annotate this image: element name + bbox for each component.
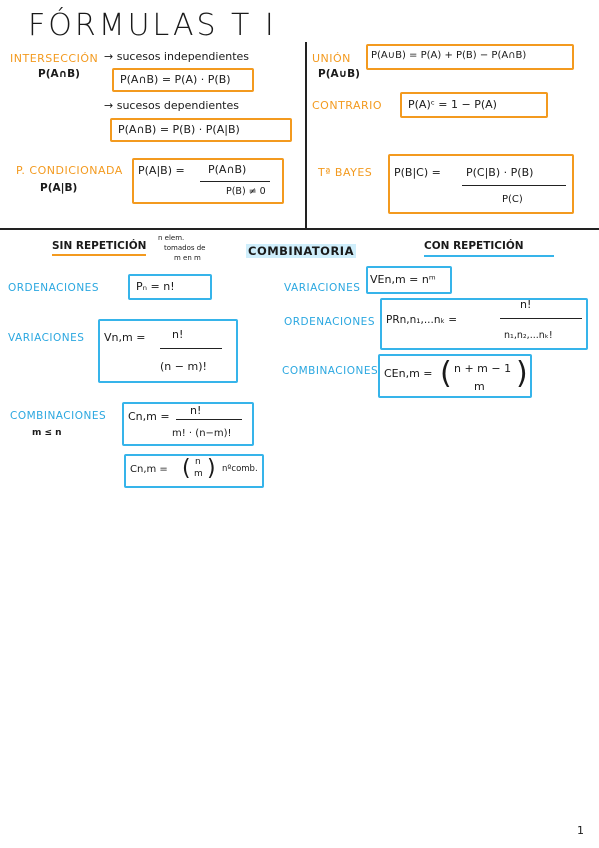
sin-combinaciones-numerator: n! <box>190 404 202 417</box>
bayes-label: Tª BAYES <box>318 166 373 179</box>
sin-variaciones-numerator: n! <box>172 328 184 341</box>
con-combinaciones-open-paren: ( <box>440 356 452 391</box>
sin-variaciones-denominator: (n − m)! <box>160 360 207 373</box>
interseccion-notation: P(A∩B) <box>38 68 80 80</box>
con-variaciones-box <box>366 266 452 294</box>
con-combinaciones-label: COMBINACIONES <box>282 365 379 377</box>
bayes-denominator: P(C) <box>502 194 523 205</box>
sin-variaciones-fraction-bar <box>160 348 222 349</box>
sin-variaciones-label: VARIACIONES <box>8 332 85 344</box>
sin-repeticion-note-1: n elem. <box>158 234 185 242</box>
con-variaciones-label: VARIACIONES <box>284 282 361 294</box>
sin-combinaciones-lhs: Cn,m = <box>128 410 170 423</box>
union-formula-box <box>366 44 574 70</box>
sin-repeticion-note-3: m en m <box>174 254 201 262</box>
binomial-top: n <box>195 457 201 467</box>
con-ordenaciones-label: ORDENACIONES <box>284 316 375 328</box>
vertical-divider <box>305 42 307 228</box>
condicionada-notation: P(A|B) <box>40 182 78 194</box>
con-ordenaciones-denominator: n₁,n₂,...nₖ! <box>504 330 553 341</box>
independent-formula-box <box>112 68 254 92</box>
binomial-close-paren: ) <box>207 456 216 481</box>
interseccion-label: INTERSECCIÓN <box>10 52 99 65</box>
sin-ordenaciones-label: ORDENACIONES <box>8 282 99 294</box>
binomial-box <box>124 454 264 488</box>
con-combinaciones-lhs: CEn,m = <box>384 367 433 380</box>
con-ordenaciones-fraction-bar <box>500 318 582 319</box>
binomial-note: nºcomb. <box>222 464 258 474</box>
condicionada-formula-box <box>132 158 284 204</box>
con-combinaciones-box <box>378 354 532 398</box>
binomial-open-paren: ( <box>182 456 191 481</box>
independent-label: → sucesos independientes <box>104 50 250 63</box>
sin-combinaciones-box <box>122 402 254 446</box>
page-title: FÓRMULAS T I <box>28 8 277 43</box>
dependent-label: → sucesos dependientes <box>104 99 239 112</box>
condicionada-fraction-bar <box>200 181 270 182</box>
bayes-formula-box <box>388 154 574 214</box>
con-combinaciones-top: n + m − 1 <box>454 362 512 375</box>
sin-combinaciones-denominator: m! · (n−m)! <box>172 428 232 439</box>
dependent-formula-box <box>110 118 292 142</box>
union-formula: P(A∪B) = P(A) + P(B) − P(A∩B) <box>371 50 527 61</box>
sin-ordenaciones-box <box>128 274 212 300</box>
condicionada-denominator: P(B) ≠ 0 <box>226 186 266 197</box>
bayes-fraction-bar <box>462 185 566 186</box>
binomial-bottom: m <box>194 469 203 479</box>
contrario-formula-box <box>400 92 548 118</box>
sin-combinaciones-label: COMBINACIONES <box>10 410 107 422</box>
binomial-lhs: Cn,m = <box>130 464 168 475</box>
sin-combinaciones-fraction-bar <box>176 419 242 420</box>
sin-ordenaciones-formula: Pₙ = n! <box>136 280 175 293</box>
con-combinaciones-bottom: m <box>474 380 485 393</box>
bayes-lhs: P(B|C) = <box>394 166 441 179</box>
union-notation: P(A∪B) <box>318 68 360 80</box>
con-ordenaciones-lhs: PRn,n₁,...nₖ = <box>386 314 458 326</box>
independent-formula: P(A∩B) = P(A) · P(B) <box>120 73 231 86</box>
sin-variaciones-lhs: Vn,m = <box>104 331 146 344</box>
sin-repeticion-note-2: tomados de <box>164 244 206 252</box>
sin-combinaciones-condition: m ≤ n <box>32 428 62 438</box>
bayes-numerator: P(C|B) · P(B) <box>466 166 534 179</box>
dependent-formula: P(A∩B) = P(B) · P(A|B) <box>118 123 240 136</box>
sin-variaciones-box <box>98 319 238 383</box>
condicionada-lhs: P(A|B) = <box>138 164 185 177</box>
horizontal-divider <box>0 228 599 230</box>
condicionada-numerator: P(A∩B) <box>208 163 247 176</box>
union-label: UNIÓN <box>312 52 351 65</box>
con-repeticion-heading: CON REPETICIÓN <box>424 240 554 257</box>
con-ordenaciones-box <box>380 298 588 350</box>
con-ordenaciones-numerator: n! <box>520 298 532 311</box>
contrario-label: CONTRARIO <box>312 99 383 112</box>
combinatoria-heading: COMBINATORIA <box>246 244 356 258</box>
condicionada-label: P. CONDICIONADA <box>16 164 123 177</box>
contrario-formula: P(A)ᶜ = 1 − P(A) <box>408 98 497 111</box>
page-number: 1 <box>577 824 584 837</box>
con-variaciones-formula: VEn,m = nᵐ <box>370 273 436 286</box>
con-combinaciones-close-paren: ) <box>516 356 528 391</box>
sin-repeticion-heading: SIN REPETICIÓN <box>52 240 147 256</box>
